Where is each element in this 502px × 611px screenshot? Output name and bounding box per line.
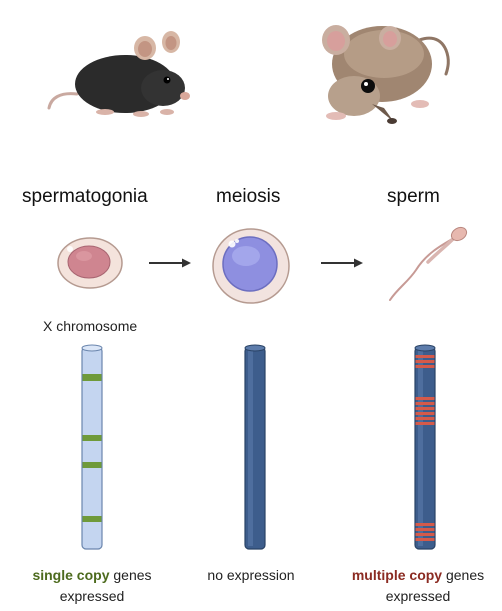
chromosome-spermatogonia (81, 344, 103, 550)
arrow-icon (321, 258, 363, 268)
red-band-group (415, 355, 435, 541)
caption-no-expression: no expression (207, 567, 295, 583)
caption-multiple-copy: multiple copy genes expressed (336, 565, 500, 607)
multiple-copy-rest: genes (442, 567, 485, 583)
mouse-icon (47, 31, 190, 117)
stage-label-meiosis: meiosis (216, 186, 281, 207)
chromosome-sperm (414, 344, 436, 550)
stage-label-spermatogonia: spermatogonia (22, 186, 148, 207)
green-band (82, 435, 102, 441)
sperm-cell-icon (389, 226, 468, 301)
single-copy-highlight: single copy (32, 567, 110, 583)
stage-label-sperm: sperm (387, 186, 440, 207)
meiotic-cell-icon (212, 228, 290, 304)
multiple-copy-line2: expressed (385, 588, 451, 604)
green-band (82, 516, 102, 522)
green-band (82, 462, 102, 468)
chromosome-meiosis (244, 344, 266, 550)
green-band (82, 374, 102, 381)
multiple-copy-highlight: multiple copy (351, 567, 443, 583)
x-chromosome-label: X chromosome (43, 318, 138, 334)
spermatogonium-cell-icon (57, 237, 123, 289)
caption-single-copy: single copy genes expressed (12, 565, 172, 607)
arrow-icon (149, 258, 191, 268)
shrew-icon (322, 25, 450, 124)
single-copy-line2: expressed (59, 588, 125, 604)
single-copy-rest: genes (109, 567, 152, 583)
